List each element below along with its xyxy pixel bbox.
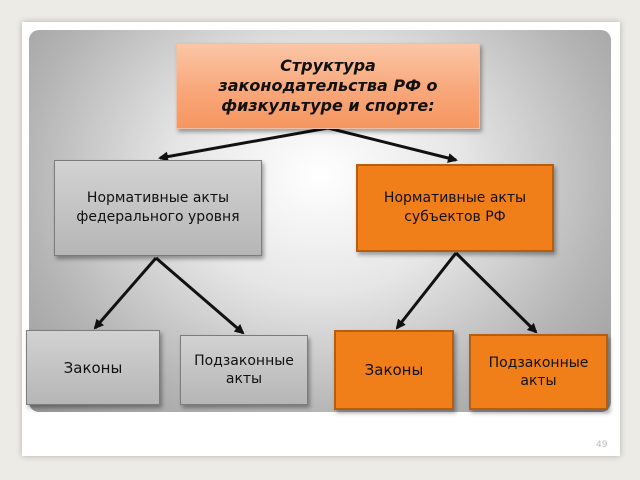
title-line-1: Структура	[280, 56, 376, 75]
federal-bylaws-line-1: Подзаконные	[194, 353, 294, 369]
regional-laws-box: Законы	[334, 330, 454, 410]
regional-acts-box: Нормативные акты субъектов РФ	[356, 164, 554, 252]
regional-laws-label: Законы	[364, 361, 424, 379]
page-number: 49	[596, 440, 608, 450]
federal-laws-label: Законы	[63, 358, 123, 377]
title-line-2: законодательства РФ о	[218, 76, 438, 95]
federal-acts-box: Нормативные акты федерального уровня	[54, 160, 262, 256]
federal-laws-box: Законы	[26, 330, 160, 405]
arrow-regional-to-bylaws	[454, 251, 538, 334]
arrow-federal-to-laws	[93, 257, 158, 330]
regional-acts-line-1: Нормативные акты	[383, 190, 527, 206]
regional-bylaws-box: Подзаконные акты	[469, 334, 608, 410]
arrow-title-to-regional	[327, 126, 458, 163]
regional-acts-line-2: субъектов РФ	[404, 209, 506, 225]
federal-acts-line-2: федерального уровня	[76, 209, 240, 225]
arrow-title-to-federal	[158, 126, 329, 162]
federal-bylaws-line-2: акты	[225, 371, 263, 387]
arrow-regional-to-laws	[395, 252, 458, 330]
federal-bylaws-box: Подзаконные акты	[180, 335, 308, 405]
regional-bylaws-line-1: Подзаконные	[488, 355, 589, 371]
title-line-3: физкультуре и спорте:	[221, 96, 435, 115]
diagram-title-box: Структура законодательства РФ о физкульт…	[176, 43, 480, 129]
federal-acts-line-1: Нормативные акты	[86, 190, 230, 206]
regional-bylaws-line-2: акты	[520, 373, 557, 389]
arrow-federal-to-bylaws	[155, 256, 245, 335]
